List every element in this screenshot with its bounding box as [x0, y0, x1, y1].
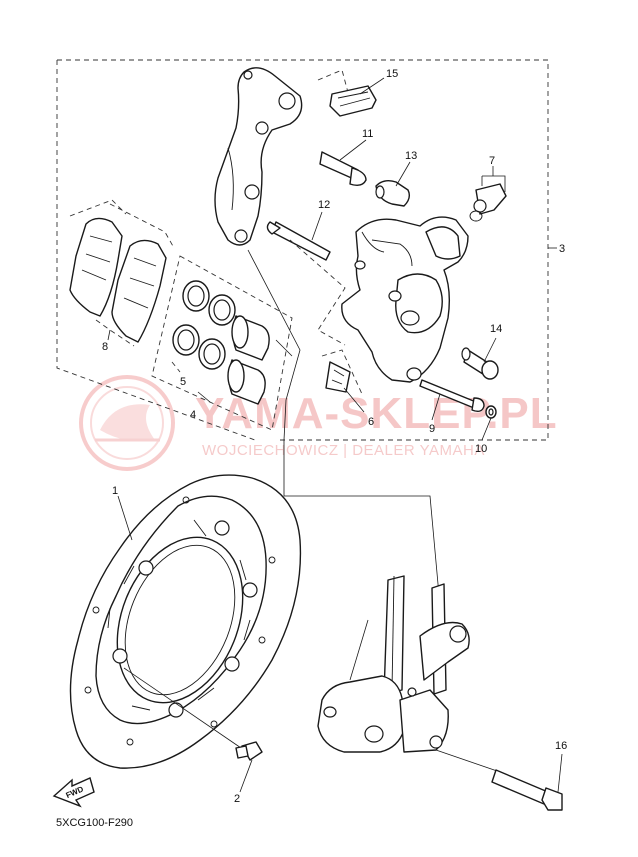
pin-boot [375, 161, 411, 207]
callout-11: 11 [362, 128, 373, 140]
brake-disc [69, 474, 302, 769]
pin-12 [266, 211, 331, 261]
callout-6: 6 [368, 416, 374, 428]
callout-14: 14 [490, 323, 502, 335]
callout-15: 15 [386, 68, 398, 80]
caliper-bracket [214, 67, 303, 246]
pin-14 [461, 337, 499, 380]
callout-5: 5 [180, 376, 186, 388]
brake-pad-kit [69, 199, 175, 347]
callout-1: 1 [112, 485, 118, 497]
piston-set [151, 255, 293, 431]
bleed-screw [469, 166, 507, 222]
diagram-code: 5XCG100-F290 [56, 817, 133, 829]
callout-8: 8 [102, 341, 108, 353]
watermark-subtitle: WOJCIECHOWICZ | DEALER YAMAHA [202, 442, 485, 459]
callout-4: 4 [190, 409, 196, 421]
callout-10: 10 [475, 443, 487, 455]
caliper-bolt [419, 379, 485, 421]
front-fork-lower [317, 575, 501, 773]
pad-support [321, 349, 365, 413]
watermark-logo-icon [79, 375, 175, 471]
callout-7: 7 [489, 155, 495, 167]
callout-3: 3 [559, 243, 565, 255]
caliper-body [289, 216, 469, 383]
pad-spring [317, 69, 385, 117]
caliper-mounting-bolt [491, 753, 563, 811]
watermark: YAMA-SKLEP.PL WOJCIECHOWICZ | DEALER YAM… [79, 375, 557, 471]
disc-bolt [123, 667, 263, 793]
callout-2: 2 [234, 793, 240, 805]
callout-labels: 1 2 3 4 5 6 7 8 9 10 11 12 13 14 15 16 [102, 68, 567, 805]
washer [481, 405, 497, 441]
callout-16: 16 [555, 740, 567, 752]
forward-direction-arrow: FWD [52, 777, 95, 808]
callout-13: 13 [405, 150, 417, 162]
caliper-assembly-boundary [56, 59, 557, 441]
assembly-guide-lines [247, 249, 441, 607]
callout-12: 12 [318, 199, 330, 211]
slide-pin [319, 139, 367, 187]
callout-9: 9 [429, 423, 435, 435]
